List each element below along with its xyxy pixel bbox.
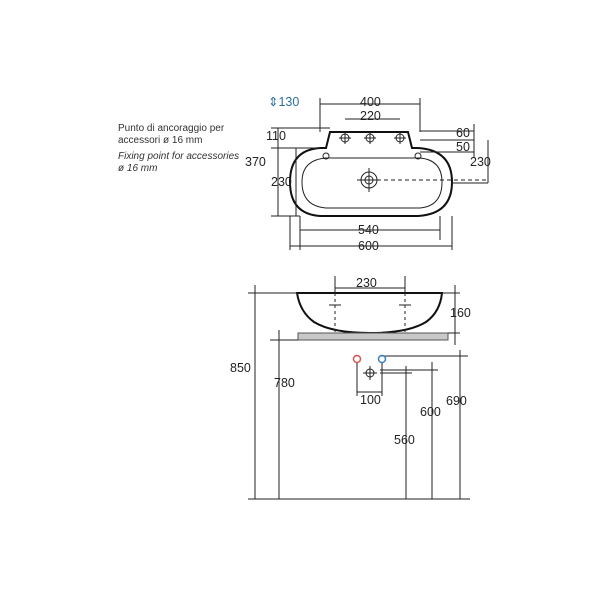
side-view: 230 160 850 780 690 600 560: [230, 276, 471, 500]
top-view: 400 220 ⇕130 60 50 230 110 370 230 540 6…: [245, 95, 491, 253]
countertop-shelf: [297, 332, 449, 341]
note-it-line1: Punto di ancoraggio per: [118, 123, 225, 134]
faucet-hole-left: [339, 132, 351, 144]
dim-left-230: 230: [271, 175, 292, 189]
dim-supply-600: 600: [420, 405, 441, 419]
dim-supply-spacing-100: 100: [360, 393, 381, 407]
top-basin-outline: [288, 131, 454, 217]
faucet-hole-right: [394, 132, 406, 144]
side-basin-outline: [295, 292, 444, 335]
dim-left-370: 370: [245, 155, 266, 169]
dim-outlet-690: 690: [446, 394, 467, 408]
dim-faucet-height-130: ⇕130: [268, 95, 299, 109]
note-it-line2: accessori ø 16 mm: [118, 135, 203, 146]
dim-top-400: 400: [360, 95, 381, 109]
waste-outlet-icon: [363, 366, 377, 380]
fixing-note-english: Fixing point for accessories ø 16 mm: [118, 151, 239, 175]
dim-left-110: 110: [266, 129, 286, 143]
dim-right-60: 60: [456, 126, 470, 140]
dim-drain-560: 560: [394, 433, 415, 447]
dim-right-230: 230: [470, 155, 491, 169]
fixing-note-italian: Punto di ancoraggio per accessori ø 16 m…: [118, 123, 224, 147]
note-en-line2: ø 16 mm: [118, 163, 158, 174]
dim-basin-height-160: 160: [450, 306, 471, 320]
hot-water-point-icon: [352, 354, 362, 364]
faucet-hole-center: [364, 132, 376, 144]
dim-floor-to-top-850: 850: [230, 361, 251, 375]
dim-bottom-540: 540: [358, 223, 379, 237]
dim-bottom-600: 600: [358, 239, 379, 253]
top-bowl-inner: [301, 157, 443, 209]
dim-floor-to-shelf-780: 780: [274, 376, 295, 390]
top-fixing-hole-left: [322, 152, 330, 160]
drain-icon: [357, 168, 381, 192]
top-fixing-hole-right: [414, 152, 422, 160]
dim-top-220: 220: [360, 109, 381, 123]
dim-right-50: 50: [456, 140, 470, 154]
dim-side-230: 230: [356, 276, 377, 290]
cold-water-point-icon: [377, 354, 387, 364]
note-en-line1: Fixing point for accessories: [118, 151, 240, 162]
